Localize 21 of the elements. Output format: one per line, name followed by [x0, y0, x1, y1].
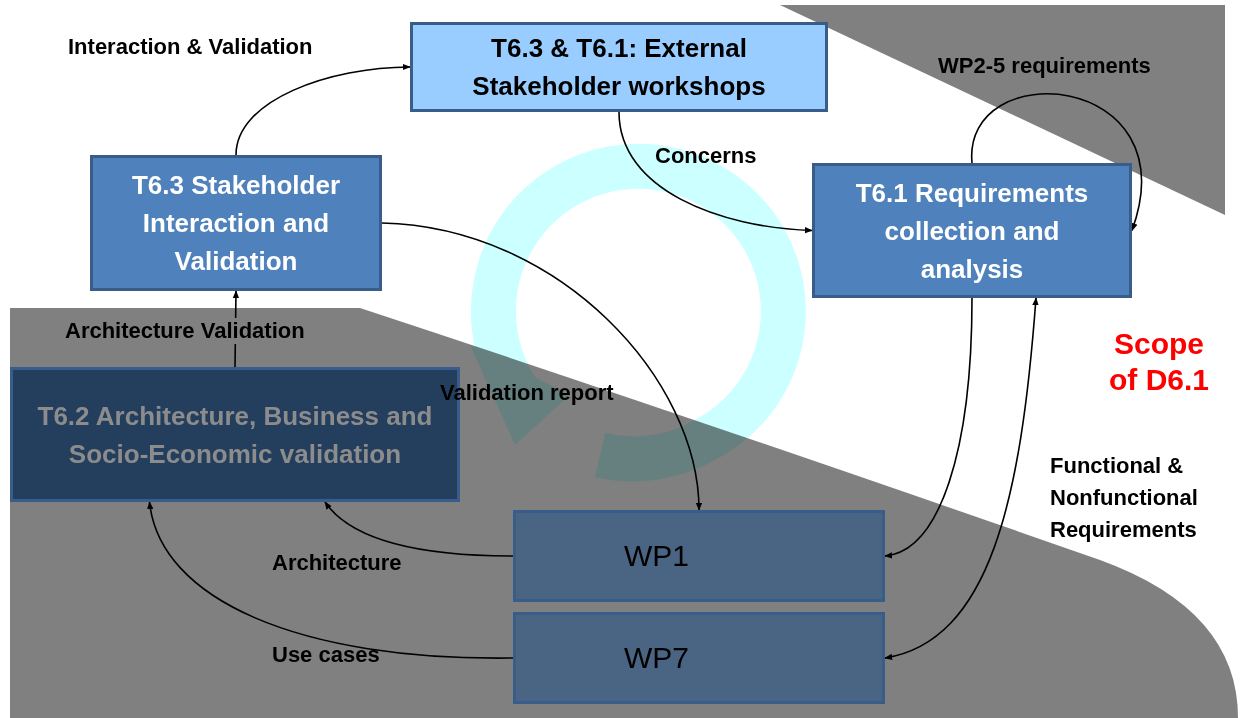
task-box: T6.3 Stakeholder Interaction and Validation	[90, 155, 382, 291]
edge-label: Validation report	[440, 380, 614, 406]
arrow	[884, 297, 1039, 660]
edge-label: WP2-5 requirements	[938, 53, 1151, 79]
arrow	[324, 501, 514, 557]
work-package-box: WP7	[513, 612, 885, 704]
arrow	[235, 64, 411, 156]
arrow	[381, 222, 702, 511]
scope-note: Scope of D6.1	[1108, 326, 1210, 398]
task-box: T6.1 Requirements collection and analysis	[812, 163, 1132, 298]
stakeholder-workshop-box: T6.3 & T6.1: External Stakeholder workshops	[410, 22, 828, 112]
arrow	[971, 93, 1142, 232]
edge-label: Use cases	[272, 642, 380, 668]
work-package-box: WP1	[513, 510, 885, 602]
edge-label: Concerns	[655, 143, 757, 169]
requirements-note: Functional & Nonfunctional Requirements	[1050, 452, 1199, 544]
arrow	[884, 297, 973, 558]
arrow	[147, 501, 514, 659]
edge-label: Interaction & Validation	[68, 34, 313, 60]
arrow	[618, 111, 813, 234]
edge-label: Architecture	[272, 550, 402, 576]
